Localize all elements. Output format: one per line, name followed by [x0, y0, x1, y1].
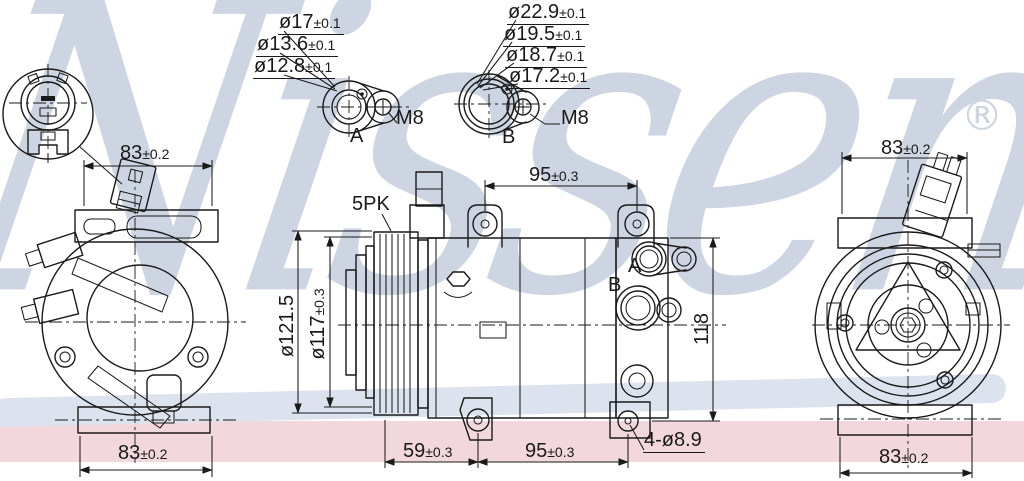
connector-detail-view — [2, 64, 123, 185]
port-a-letter: A — [350, 125, 364, 147]
dim-port-a-id: ø12.8±0.1 — [253, 56, 336, 79]
registered-trademark-icon: ® — [961, 91, 1003, 140]
belt-type-label: 5PK — [352, 193, 390, 215]
dim-port-a-od: ø17±0.1 — [278, 12, 344, 35]
dim-top-mount-span: 95±0.3 — [529, 164, 579, 186]
side-port-a-letter: A — [628, 255, 642, 277]
dim-left-top: 83±0.2 — [120, 142, 170, 164]
dim-bottom-mount-span: 95±0.3 — [525, 440, 575, 462]
dim-pulley-pd: ø117±0.3 — [307, 288, 329, 360]
pink-highlight-band — [0, 421, 1024, 462]
dim-port-a-mid: ø13.6±0.1 — [256, 34, 339, 57]
dim-left-bottom: 83±0.2 — [118, 442, 168, 464]
right-end-view — [812, 151, 1010, 478]
right-view-connector — [902, 151, 963, 238]
dim-port-b-od: ø22.9±0.1 — [507, 2, 590, 25]
dim-pulley-to-mount: 59±0.3 — [403, 440, 453, 462]
dim-port-b-d2: ø19.5±0.1 — [503, 24, 586, 47]
dim-port-b-d3: ø18.7±0.1 — [505, 45, 588, 68]
left-view-connector — [109, 158, 157, 214]
thread-label-a: M8 — [396, 107, 424, 129]
left-end-view — [20, 158, 246, 477]
port-b-letter: B — [502, 126, 516, 148]
side-port-b-letter: B — [608, 274, 622, 296]
side-view — [292, 171, 726, 468]
dim-mount-holes: 4-ø8.9 — [643, 430, 705, 453]
port-b-view — [454, 19, 560, 141]
thread-label-b: M8 — [561, 107, 589, 129]
m8-leader-b — [529, 113, 560, 125]
dim-body-height: 118 — [691, 313, 713, 345]
dim-port-b-id: ø17.2±0.1 — [508, 66, 591, 89]
dim-right-bottom: 83±0.2 — [879, 446, 929, 468]
belt-leader — [381, 213, 392, 232]
dim-pulley-od: ø121.5 — [276, 294, 298, 358]
mount-hole-leader — [629, 424, 645, 451]
m8-leader-a — [387, 111, 398, 124]
dim-right-top: 83±0.2 — [881, 137, 931, 159]
port-a-view — [279, 30, 409, 139]
